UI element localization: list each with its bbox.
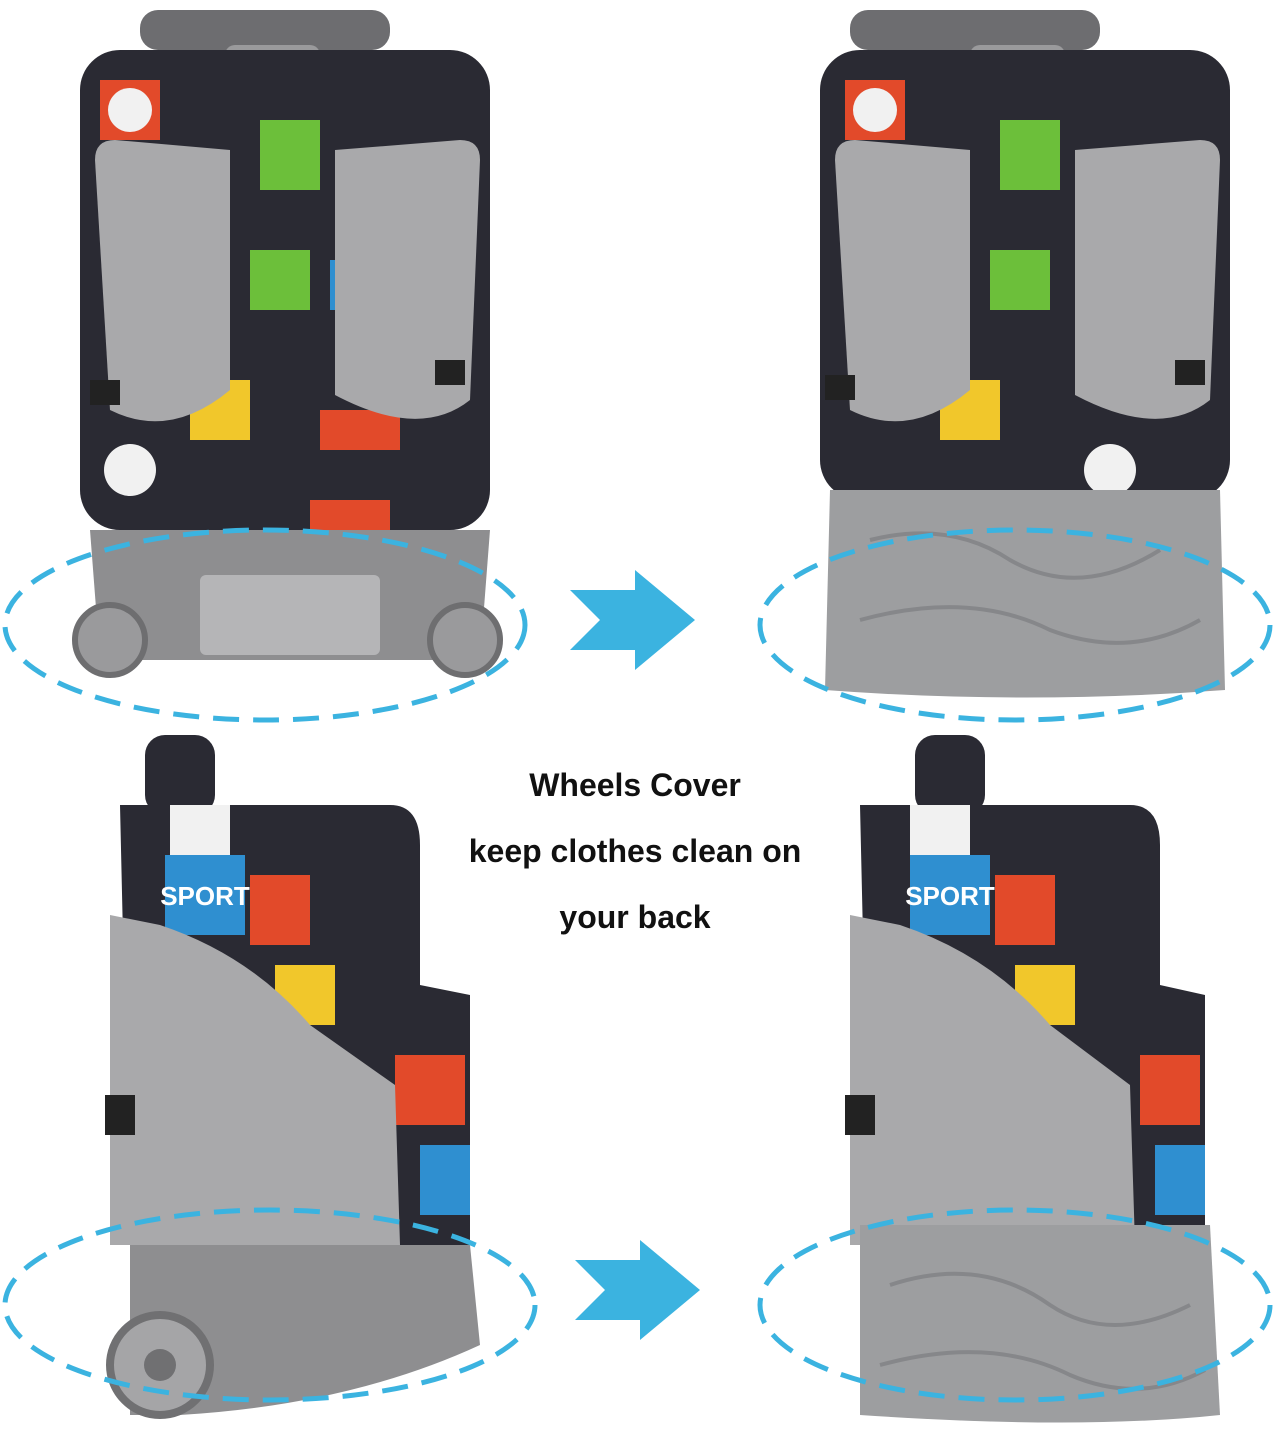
caption-line-2: keep clothes clean on	[468, 833, 802, 869]
sport-label: SPORT	[905, 881, 995, 911]
wheel-cover	[825, 490, 1225, 698]
side-mesh-pocket	[850, 915, 1135, 1245]
highlight-ellipse	[757, 527, 1273, 723]
sport-patch	[910, 855, 990, 935]
top-handle	[850, 10, 1100, 50]
sport-patch	[165, 855, 245, 935]
side-buckle	[845, 1095, 875, 1135]
wheel-frame	[130, 1245, 480, 1415]
left-wheel	[72, 602, 148, 678]
back-view-cover-photo	[757, 10, 1273, 723]
right-wheel	[427, 602, 503, 678]
sport-label: SPORT	[160, 881, 250, 911]
wheel-cover	[860, 1225, 1220, 1423]
highlight-ellipse	[2, 527, 528, 723]
soccer-ball-graphic	[104, 444, 156, 496]
side-buckle	[105, 1095, 135, 1135]
right-strap-mesh	[1075, 140, 1220, 419]
left-strap-mesh	[95, 140, 230, 422]
highlight-ellipse	[757, 1207, 1273, 1403]
back-view-wheels-photo	[2, 10, 528, 723]
frame-plate	[200, 575, 380, 655]
caption: Wheels Cover keep clothes clean on your …	[430, 752, 840, 950]
right-buckle	[435, 360, 465, 385]
arrow-right-icon	[570, 570, 695, 670]
side-handle	[915, 735, 985, 815]
highlight-ellipse	[2, 1207, 538, 1403]
side-handle	[145, 735, 215, 815]
caption-line-3: your back	[559, 899, 711, 935]
left-buckle	[90, 380, 120, 405]
baseball-graphic	[108, 88, 152, 132]
top-handle	[140, 10, 390, 50]
caption-title: Wheels Cover	[529, 767, 741, 803]
right-strap-mesh	[335, 140, 480, 419]
left-buckle	[825, 375, 855, 400]
left-strap-mesh	[835, 140, 970, 422]
right-buckle	[1175, 360, 1205, 385]
arrow-right-icon	[575, 1240, 700, 1340]
side-view-wheels-photo: SPORT	[2, 735, 538, 1419]
side-view-cover-photo: SPORT	[757, 735, 1273, 1423]
side-mesh-pocket	[110, 915, 400, 1245]
